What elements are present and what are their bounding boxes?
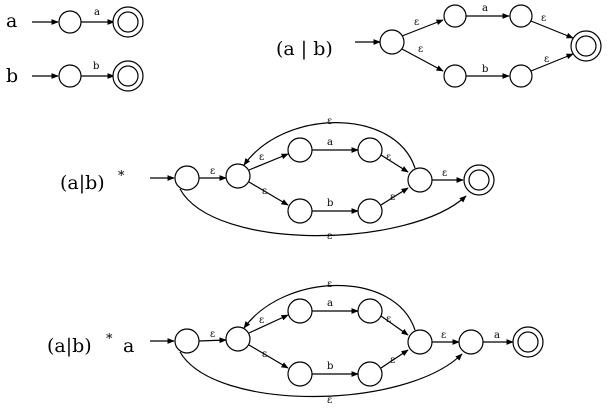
edge-label-epsilon: ε (441, 330, 446, 341)
label-concat-tail: a (123, 335, 134, 357)
edge-label-epsilon: ε (327, 279, 332, 290)
state (509, 64, 533, 88)
edge-epsilon (248, 181, 289, 206)
state (443, 4, 467, 28)
edge-label-epsilon: ε (541, 13, 546, 24)
state (357, 198, 383, 224)
edge-label-epsilon: ε (327, 231, 332, 242)
state (58, 64, 82, 88)
edge-epsilon (401, 48, 444, 72)
label-union: (a | b) (276, 38, 333, 60)
edge-label-a: a (494, 330, 500, 341)
label-concat-base: (a|b) (47, 335, 92, 357)
edge-label-epsilon: ε (418, 44, 423, 55)
edge-label-epsilon: ε (386, 152, 391, 163)
accept-state-inner (117, 65, 139, 87)
nfa-a: a a (6, 6, 144, 38)
nfa-star-concat: (a|b) * a ε ε ε a b ε ε ε a ε ε (47, 279, 544, 406)
state (287, 298, 313, 324)
edge-label-epsilon: ε (262, 349, 267, 360)
state (509, 4, 533, 28)
state (357, 361, 383, 387)
state (407, 329, 433, 355)
edge-epsilon (380, 349, 409, 369)
nfa-union: (a | b) ε ε a b ε ε (276, 3, 602, 88)
loop-back-epsilon (243, 284, 416, 331)
edge-label-epsilon: ε (390, 355, 395, 366)
nfa-b: b b (6, 60, 144, 92)
state (287, 198, 313, 224)
accept-state-inner (575, 35, 597, 57)
state (225, 326, 251, 352)
edge-epsilon (248, 153, 289, 171)
edge-epsilon (248, 314, 289, 334)
state (379, 29, 405, 55)
edge-epsilon (380, 315, 409, 336)
edge-label-epsilon: ε (544, 54, 549, 65)
edge-label-b: b (93, 61, 99, 72)
edge-label-epsilon: ε (386, 314, 391, 325)
accept-state-inner (517, 331, 539, 353)
edge-label-epsilon: ε (259, 315, 264, 326)
edge-label-a: a (327, 298, 333, 309)
edge-label-b: b (327, 361, 333, 372)
state (174, 165, 200, 191)
edge-label-b: b (482, 64, 488, 75)
state (287, 137, 313, 163)
edge-label-epsilon: ε (390, 192, 395, 203)
label-star-base: (a|b) (60, 172, 105, 194)
edge-epsilon (401, 19, 444, 37)
edge-epsilon (248, 344, 289, 369)
label-b: b (6, 65, 18, 87)
edge-label-epsilon: ε (259, 152, 264, 163)
skip-epsilon (179, 351, 463, 397)
state (58, 10, 82, 34)
state (357, 137, 383, 163)
edge-label-epsilon: ε (262, 186, 267, 197)
edge-label-epsilon: ε (327, 116, 332, 127)
state (458, 329, 484, 355)
loop-back-epsilon (243, 122, 416, 169)
edge-epsilon (380, 187, 409, 206)
state (287, 361, 313, 387)
edge-label-epsilon: ε (414, 17, 419, 28)
edge-label-a: a (482, 3, 488, 14)
edge-epsilon (380, 154, 409, 173)
edge-label-epsilon: ε (210, 329, 215, 340)
edge-epsilon (530, 20, 574, 39)
edge-epsilon (530, 53, 574, 72)
edge-label-a: a (327, 137, 333, 148)
accept-state-inner (117, 11, 139, 33)
state (174, 328, 200, 354)
state (443, 64, 467, 88)
accept-state-inner (468, 169, 490, 191)
edge-label-a: a (94, 7, 100, 18)
edge-epsilon (198, 337, 227, 344)
edge-label-epsilon: ε (442, 168, 447, 179)
edge-label-b: b (327, 198, 333, 209)
skip-epsilon (179, 188, 467, 237)
label-star-mark: * (118, 169, 125, 184)
state (407, 167, 433, 193)
state (357, 298, 383, 324)
nfa-star: (a|b) * ε ε ε a b ε ε ε ε ε (60, 116, 495, 242)
edge-label-epsilon: ε (210, 166, 215, 177)
edge-label-epsilon: ε (327, 395, 332, 406)
label-a: a (6, 10, 17, 32)
label-concat-mark: * (106, 332, 113, 347)
state (225, 163, 251, 189)
